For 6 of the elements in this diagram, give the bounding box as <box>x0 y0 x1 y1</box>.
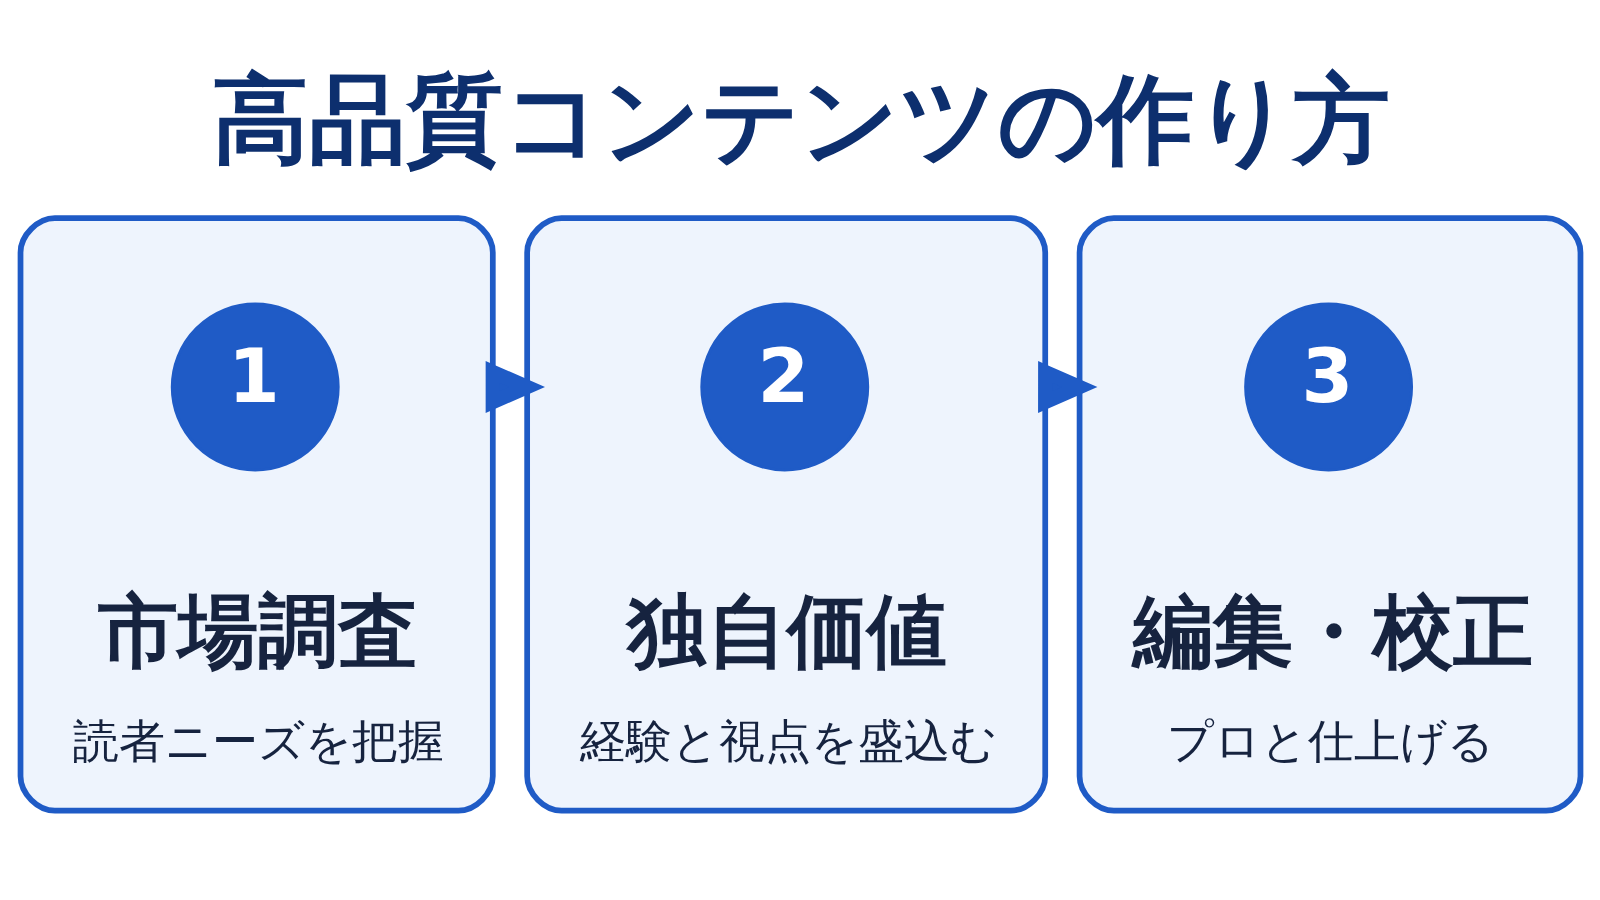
node-circle: 3 <box>1243 302 1413 472</box>
arrow <box>1037 361 1097 413</box>
node-circle: 2 <box>699 302 869 472</box>
node-circle: 1 <box>170 302 340 472</box>
arrow <box>485 361 545 413</box>
diagram-title: 高品質コンテンツの作り方 <box>211 62 1390 176</box>
